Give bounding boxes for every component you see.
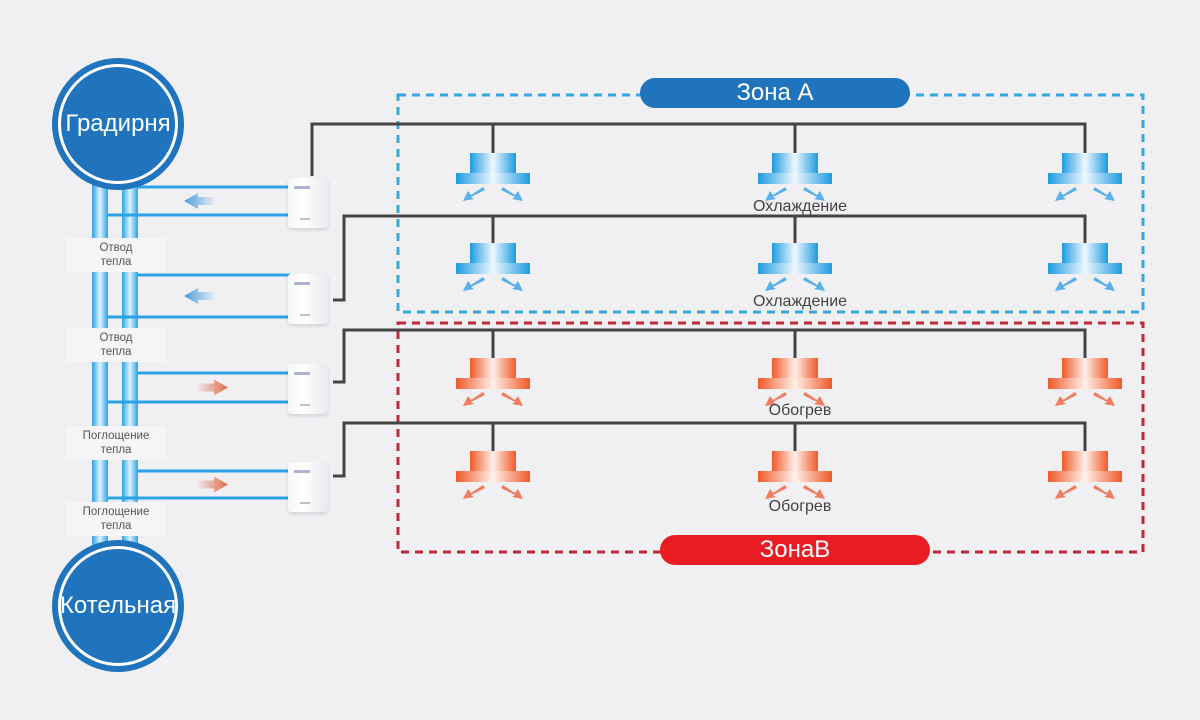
indoor-unit-base <box>758 263 832 274</box>
heating-indoor-unit-icon <box>1062 358 1108 378</box>
cooling-indoor-unit-icon <box>470 243 516 263</box>
airflow-arrow-icon <box>1055 392 1077 406</box>
outdoor-unit-3 <box>284 358 332 416</box>
airflow-arrow-icon <box>1093 277 1115 291</box>
refrigerant-line <box>333 421 1087 478</box>
heating-indoor-unit-icon <box>772 358 818 378</box>
zone-b-border <box>396 321 1145 554</box>
zone-b-label: ЗонаB <box>759 536 831 563</box>
side-label-heat-absorption-1: Поглощение тепла <box>66 426 166 460</box>
airflow-arrow-icon <box>463 392 485 406</box>
airflow-arrow-icon <box>463 187 485 201</box>
side-label-line: тепла <box>100 346 132 358</box>
heat-absorption-arrow-icon <box>196 379 228 396</box>
zone-a-border <box>396 93 1145 314</box>
airflow-arrow-icon <box>803 277 825 291</box>
airflow-arrow-icon <box>803 187 825 201</box>
airflow-arrow-icon <box>765 392 787 406</box>
indoor-unit-base <box>456 173 530 184</box>
airflow-arrow-icon <box>463 277 485 291</box>
zone-a-badge: Зона A <box>640 78 910 108</box>
cooling-tower-label: Градирня <box>65 110 171 137</box>
airflow-arrow-icon <box>1055 187 1077 201</box>
indoor-unit-base <box>1048 173 1122 184</box>
boiler-house-icon <box>58 546 178 666</box>
airflow-arrow-icon <box>501 277 523 291</box>
cooling-tower-icon <box>58 64 178 184</box>
side-label-line: Отвод <box>99 332 133 344</box>
heat-rejection-arrow-icon <box>184 193 216 209</box>
refrigerant-line <box>310 122 1087 176</box>
airflow-arrow-icon <box>765 187 787 201</box>
airflow-arrow-icon <box>463 485 485 499</box>
airflow-arrow-icon <box>1055 485 1077 499</box>
riser-pipe-right <box>122 180 138 550</box>
indoor-unit-base <box>1048 263 1122 274</box>
airflow-arrow-icon <box>501 187 523 201</box>
indoor-unit-base <box>456 263 530 274</box>
outdoor-unit-2 <box>284 268 332 326</box>
indoor-unit-base <box>456 378 530 389</box>
indoor-unit-base <box>1048 471 1122 482</box>
mode-label-row-2: Охлаждение <box>752 293 848 310</box>
outdoor-unit-1 <box>284 172 332 230</box>
airflow-arrow-icon <box>1055 277 1077 291</box>
side-label-line: тепла <box>100 520 132 532</box>
heating-indoor-unit-icon <box>1062 451 1108 471</box>
airflow-arrow-icon <box>501 485 523 499</box>
side-label-line: тепла <box>100 256 132 268</box>
heating-indoor-unit-icon <box>772 451 818 471</box>
cooling-indoor-unit-icon <box>1062 243 1108 263</box>
side-label-line: Поглощение <box>82 430 150 442</box>
refrigerant-line <box>333 328 1087 384</box>
mode-label-row-3: Обогрев <box>768 402 832 419</box>
airflow-arrow-icon <box>765 485 787 499</box>
indoor-unit-base <box>456 471 530 482</box>
boiler-house-node: Котельная <box>52 540 184 672</box>
airflow-arrow-icon <box>1093 485 1115 499</box>
cooling-indoor-unit-icon <box>772 243 818 263</box>
side-label-heat-rejection-2: Отвод тепла <box>66 328 166 362</box>
side-label-line: тепла <box>100 444 132 456</box>
indoor-unit-base <box>1048 378 1122 389</box>
outdoor-unit-4 <box>284 456 332 514</box>
airflow-arrow-icon <box>803 392 825 406</box>
side-label-line: Поглощение <box>82 506 150 518</box>
refrigerant-line <box>333 214 1087 302</box>
mode-label-row-4: Обогрев <box>768 498 832 515</box>
zone-a-label: Зона A <box>736 79 814 106</box>
side-label-heat-rejection-1: Отвод тепла <box>66 238 166 272</box>
cooling-tower-node: Градирня <box>52 58 184 190</box>
heat-rejection-arrow-icon <box>184 288 216 304</box>
heating-indoor-unit-icon <box>470 358 516 378</box>
zone-b-badge: ЗонаB <box>660 535 930 565</box>
indoor-unit-base <box>758 378 832 389</box>
indoor-unit-base <box>758 173 832 184</box>
airflow-arrow-icon <box>1093 187 1115 201</box>
indoor-unit-base <box>758 471 832 482</box>
airflow-arrow-icon <box>765 277 787 291</box>
side-label-line: Отвод <box>99 242 133 254</box>
airflow-arrow-icon <box>803 485 825 499</box>
boiler-house-label: Котельная <box>59 592 177 619</box>
cooling-indoor-unit-icon <box>772 153 818 173</box>
cooling-indoor-unit-icon <box>1062 153 1108 173</box>
cooling-indoor-unit-icon <box>470 153 516 173</box>
airflow-arrow-icon <box>1093 392 1115 406</box>
riser-pipe-left <box>92 180 108 550</box>
side-label-heat-absorption-2: Поглощение тепла <box>66 502 166 536</box>
heat-absorption-arrow-icon <box>196 476 228 493</box>
heating-indoor-unit-icon <box>470 451 516 471</box>
mode-label-row-1: Охлаждение <box>752 198 848 215</box>
airflow-arrow-icon <box>501 392 523 406</box>
